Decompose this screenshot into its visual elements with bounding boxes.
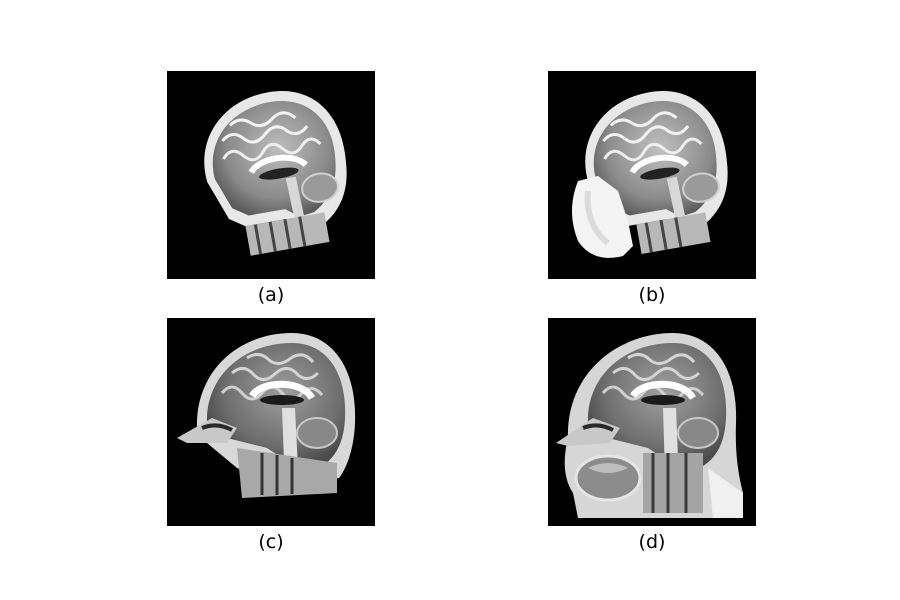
mri-panel-a [167, 71, 375, 279]
caption-a: (a) [257, 284, 285, 306]
mri-image-c [177, 333, 356, 498]
caption-d: (d) [638, 531, 666, 553]
mri-image-b [572, 91, 728, 258]
mri-panel-b [548, 71, 756, 279]
caption-b: (b) [638, 284, 666, 306]
mri-image-d [556, 333, 743, 518]
caption-c: (c) [258, 531, 284, 553]
mri-image-a [204, 91, 347, 256]
mri-panel-d [548, 318, 756, 526]
mri-panel-c [167, 318, 375, 526]
